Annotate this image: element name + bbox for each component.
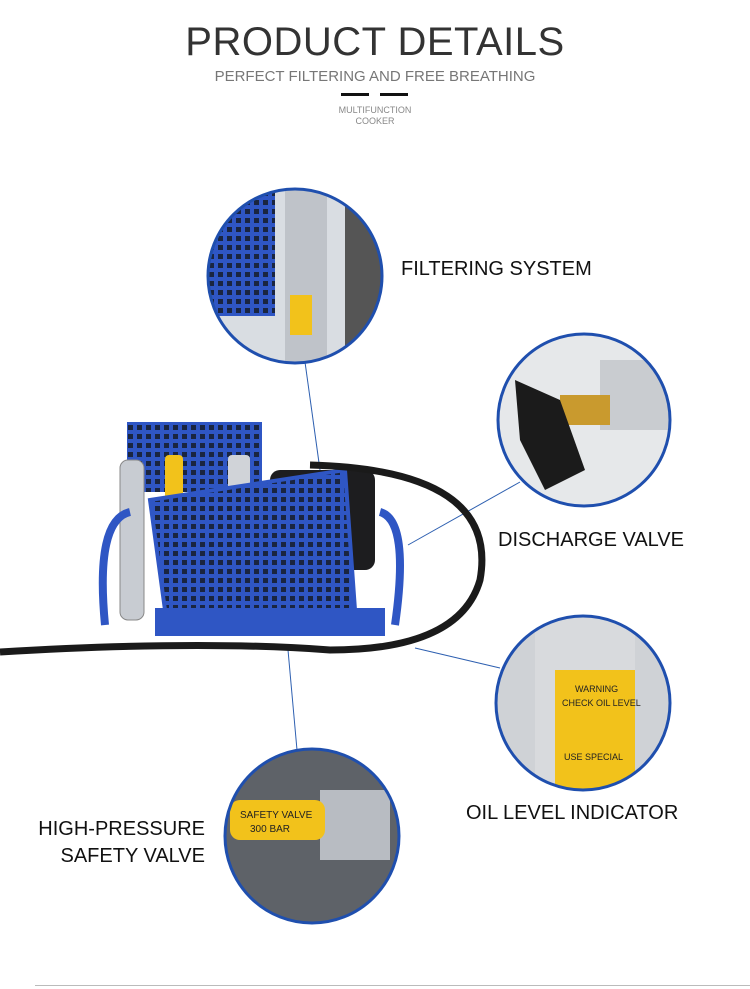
- divider-dash: [341, 93, 369, 96]
- callout-safety-line-2: SAFETY VALVE: [60, 845, 205, 867]
- callout-safety-line-1: HIGH-PRESSURE: [38, 818, 205, 840]
- svg-text:300 BAR: 300 BAR: [250, 824, 290, 835]
- svg-text:USE SPECIAL: USE SPECIAL: [564, 752, 623, 762]
- discharge-valve-detail: [499, 335, 669, 505]
- tag-line-2: COOKER: [355, 116, 395, 126]
- svg-text:WARNING: WARNING: [575, 684, 618, 694]
- bottom-divider: [35, 985, 750, 986]
- tag-line-1: MULTIFUNCTION: [338, 105, 412, 115]
- page-subtitle: PERFECT FILTERING AND FREE BREATHING: [214, 68, 536, 85]
- callout-oil-level-indicator: OIL LEVEL INDICATOR: [466, 802, 679, 824]
- divider-dash: [380, 93, 408, 96]
- page-title: PRODUCT DETAILS: [185, 20, 565, 64]
- filtering-system-detail: [209, 190, 381, 362]
- callout-lines: [287, 361, 521, 751]
- callout-discharge-valve: DISCHARGE VALVE: [498, 529, 684, 551]
- svg-text:CHECK OIL LEVEL: CHECK OIL LEVEL: [562, 698, 641, 708]
- compressor-machine: [0, 422, 486, 656]
- oil-level-indicator-detail: WARNING CHECK OIL LEVEL USE SPECIAL: [497, 617, 669, 789]
- callout-filtering-system: FILTERING SYSTEM: [401, 258, 592, 280]
- safety-valve-detail: SAFETY VALVE 300 BAR: [226, 750, 398, 922]
- svg-text:SAFETY VALVE: SAFETY VALVE: [240, 810, 313, 821]
- callout-safety-valve: HIGH-PRESSURE SAFETY VALVE: [38, 816, 205, 870]
